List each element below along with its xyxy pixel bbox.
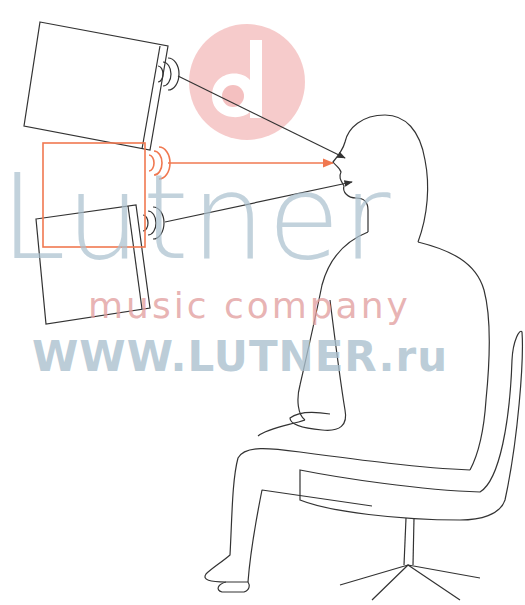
watermark-url: WWW.LUTNER.ru [32, 336, 448, 378]
watermark-slogan: music company [88, 288, 411, 324]
watermark-logo-text: Lutner [0, 158, 393, 276]
logo-circle [189, 24, 305, 140]
speaker-top [24, 22, 345, 158]
